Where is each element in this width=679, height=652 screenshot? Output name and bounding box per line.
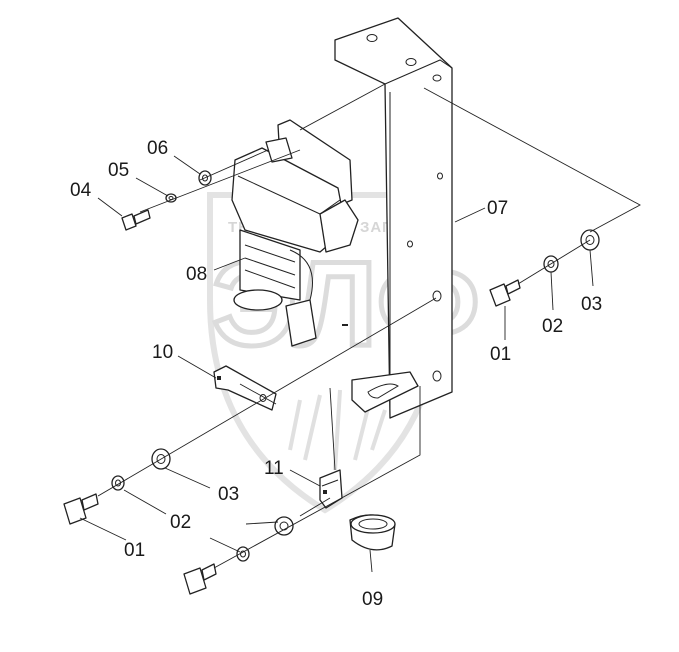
callout-03-left: 03 bbox=[218, 484, 239, 505]
callout-04: 04 bbox=[70, 180, 92, 201]
clamp-09 bbox=[349, 514, 396, 551]
bracket-10 bbox=[213, 365, 277, 411]
callout-labels: 01 02 03 04 05 06 07 08 09 10 11 03 02 0… bbox=[70, 138, 602, 610]
callout-leaders bbox=[79, 155, 594, 573]
washer-02-left-upper bbox=[111, 475, 125, 491]
bolt-01-right bbox=[489, 279, 521, 307]
washer-03-left-lower bbox=[274, 516, 294, 536]
callout-02-left: 02 bbox=[170, 512, 191, 533]
callout-07: 07 bbox=[487, 198, 508, 219]
callout-01-left: 01 bbox=[124, 540, 145, 561]
callout-03-right: 03 bbox=[581, 294, 602, 315]
assembly-lines bbox=[97, 83, 641, 569]
callout-01-right: 01 bbox=[490, 344, 511, 365]
module-08 bbox=[231, 119, 359, 347]
bracket-plate-07 bbox=[334, 17, 453, 419]
callout-08: 08 bbox=[186, 264, 207, 285]
bolt-01-left-lower bbox=[183, 563, 217, 595]
watermark-wheat-icon bbox=[288, 389, 387, 471]
bolt-01-left-upper bbox=[63, 493, 99, 525]
callout-11: 11 bbox=[264, 458, 284, 479]
callout-09: 09 bbox=[362, 589, 383, 610]
callout-10: 10 bbox=[152, 342, 173, 363]
screw-04 bbox=[121, 209, 151, 231]
bracket-11 bbox=[319, 469, 343, 509]
callout-06: 06 bbox=[147, 138, 168, 159]
washer-05 bbox=[165, 193, 177, 203]
callout-05: 05 bbox=[108, 160, 129, 181]
callout-02-right: 02 bbox=[542, 316, 563, 337]
